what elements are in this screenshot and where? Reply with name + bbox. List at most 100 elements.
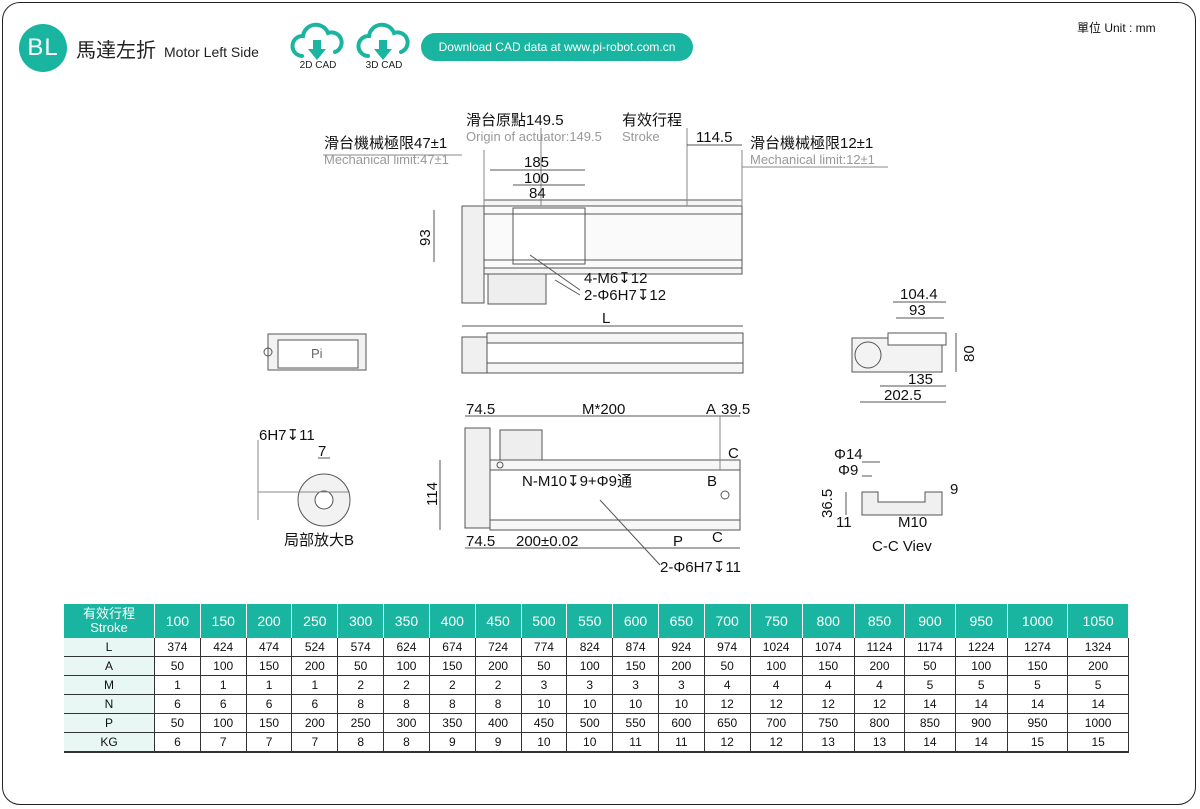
table-cell: 6 xyxy=(154,694,201,714)
table-cell: 1 xyxy=(246,675,293,695)
table-cell: 150 xyxy=(612,656,659,676)
stroke-col-header: 650 xyxy=(658,604,705,638)
note-6h7: 6H7↧11 xyxy=(259,427,315,444)
table-cell: 15 xyxy=(1007,732,1069,753)
stroke-col-header: 100 xyxy=(154,604,201,638)
table-cell: 2 xyxy=(337,675,385,695)
table-cell: 8 xyxy=(383,732,430,753)
table-cell: 524 xyxy=(291,638,339,657)
table-cell: 574 xyxy=(337,638,385,657)
table-cell: 200 xyxy=(658,656,705,676)
table-cell: 12 xyxy=(704,694,751,714)
dim-74-5-top: 74.5 xyxy=(466,401,495,418)
table-cell: 100 xyxy=(383,656,430,676)
table-cell: 50 xyxy=(904,656,956,676)
note-nm10: N-M10↧9+Φ9通 xyxy=(522,473,632,490)
stroke-col-header: 600 xyxy=(612,604,659,638)
table-cell: 1000 xyxy=(1067,713,1129,733)
table-cell: 10 xyxy=(521,694,568,714)
table-cell: 100 xyxy=(955,656,1008,676)
table-cell: 50 xyxy=(521,656,568,676)
table-cell: 13 xyxy=(854,732,906,753)
table-cell: 6 xyxy=(246,694,293,714)
table-cell: 974 xyxy=(704,638,751,657)
dim-185: 185 xyxy=(524,154,549,171)
stroke-col-header: 750 xyxy=(750,604,803,638)
table-cell: 5 xyxy=(1067,675,1129,695)
stroke-cn: 有效行程 xyxy=(622,112,682,129)
dim-114-5: 114.5 xyxy=(696,129,732,146)
stroke-en: Stroke xyxy=(622,129,660,144)
row-label: KG xyxy=(64,732,155,753)
table-cell: 8 xyxy=(337,732,385,753)
table-cell: 10 xyxy=(566,694,614,714)
table-cell: 2 xyxy=(383,675,430,695)
technical-drawing: 滑台原點149.5 Origin of actuator:149.5 有效行程 … xyxy=(257,112,978,576)
origin-cn: 滑台原點149.5 xyxy=(466,112,564,129)
table-cell: 250 xyxy=(337,713,385,733)
table-cell: 1274 xyxy=(1007,638,1069,657)
stroke-col-header: 300 xyxy=(337,604,385,638)
dim-93-vertical: 93 xyxy=(417,229,434,246)
origin-en: Origin of actuator:149.5 xyxy=(466,129,602,144)
title-en: Motor Left Side xyxy=(164,44,259,60)
table-cell: 4 xyxy=(750,675,803,695)
table-cell: 450 xyxy=(521,713,568,733)
dim-202-5: 202.5 xyxy=(884,387,922,404)
stroke-col-header: 700 xyxy=(704,604,751,638)
dim-9: 9 xyxy=(950,481,958,498)
table-cell: 50 xyxy=(154,713,201,733)
dim-m200: M*200 xyxy=(582,401,625,418)
cad-3d-label: 3D CAD xyxy=(365,60,403,71)
dim-104-4: 104.4 xyxy=(900,286,938,303)
table-cell: 4 xyxy=(854,675,906,695)
table-cell: 5 xyxy=(904,675,956,695)
table-cell: 400 xyxy=(475,713,522,733)
table-cell: 924 xyxy=(658,638,705,657)
table-cell: 874 xyxy=(612,638,659,657)
table-cell: 7 xyxy=(291,732,339,753)
label-B: B xyxy=(707,473,717,490)
cad-2d-button[interactable]: 2D CAD xyxy=(288,22,348,74)
stroke-col-header: 850 xyxy=(854,604,906,638)
table-cell: 6 xyxy=(200,694,247,714)
table-cell: 50 xyxy=(154,656,201,676)
table-cell: 5 xyxy=(955,675,1008,695)
table-cell: 9 xyxy=(475,732,522,753)
mech-left-cn: 滑台機械極限47±1 xyxy=(324,135,447,152)
cloud-download-icon xyxy=(356,22,410,60)
dim-135: 135 xyxy=(908,371,933,388)
table-cell: 14 xyxy=(904,694,956,714)
table-cell: 7 xyxy=(200,732,247,753)
table-cell: 150 xyxy=(429,656,476,676)
dim-P: P xyxy=(673,533,683,550)
table-cell: 100 xyxy=(200,656,247,676)
table-cell: 10 xyxy=(612,694,659,714)
table-cell: 624 xyxy=(383,638,430,657)
dim-phi14: Φ14 xyxy=(834,446,863,463)
table-cell: 700 xyxy=(750,713,803,733)
table-cell: 350 xyxy=(429,713,476,733)
stroke-col-header: 1050 xyxy=(1067,604,1129,638)
stroke-col-header: 950 xyxy=(955,604,1008,638)
table-cell: 100 xyxy=(200,713,247,733)
table-cell: 824 xyxy=(566,638,614,657)
download-cad-link[interactable]: Download CAD data at www.pi-robot.com.cn xyxy=(421,33,693,61)
cad-3d-button[interactable]: 3D CAD xyxy=(354,22,414,74)
dim-39-5: 39.5 xyxy=(721,401,750,418)
table-cell: 10 xyxy=(521,732,568,753)
mech-left-en: Mechanical limit:47±1 xyxy=(324,152,449,167)
table-cell: 3 xyxy=(612,675,659,695)
dim-84: 84 xyxy=(529,185,546,202)
table-cell: 374 xyxy=(154,638,201,657)
table-cell: 150 xyxy=(246,713,293,733)
table-cell: 14 xyxy=(955,732,1008,753)
table-cell: 14 xyxy=(904,732,956,753)
table-cell: 14 xyxy=(1067,694,1129,714)
